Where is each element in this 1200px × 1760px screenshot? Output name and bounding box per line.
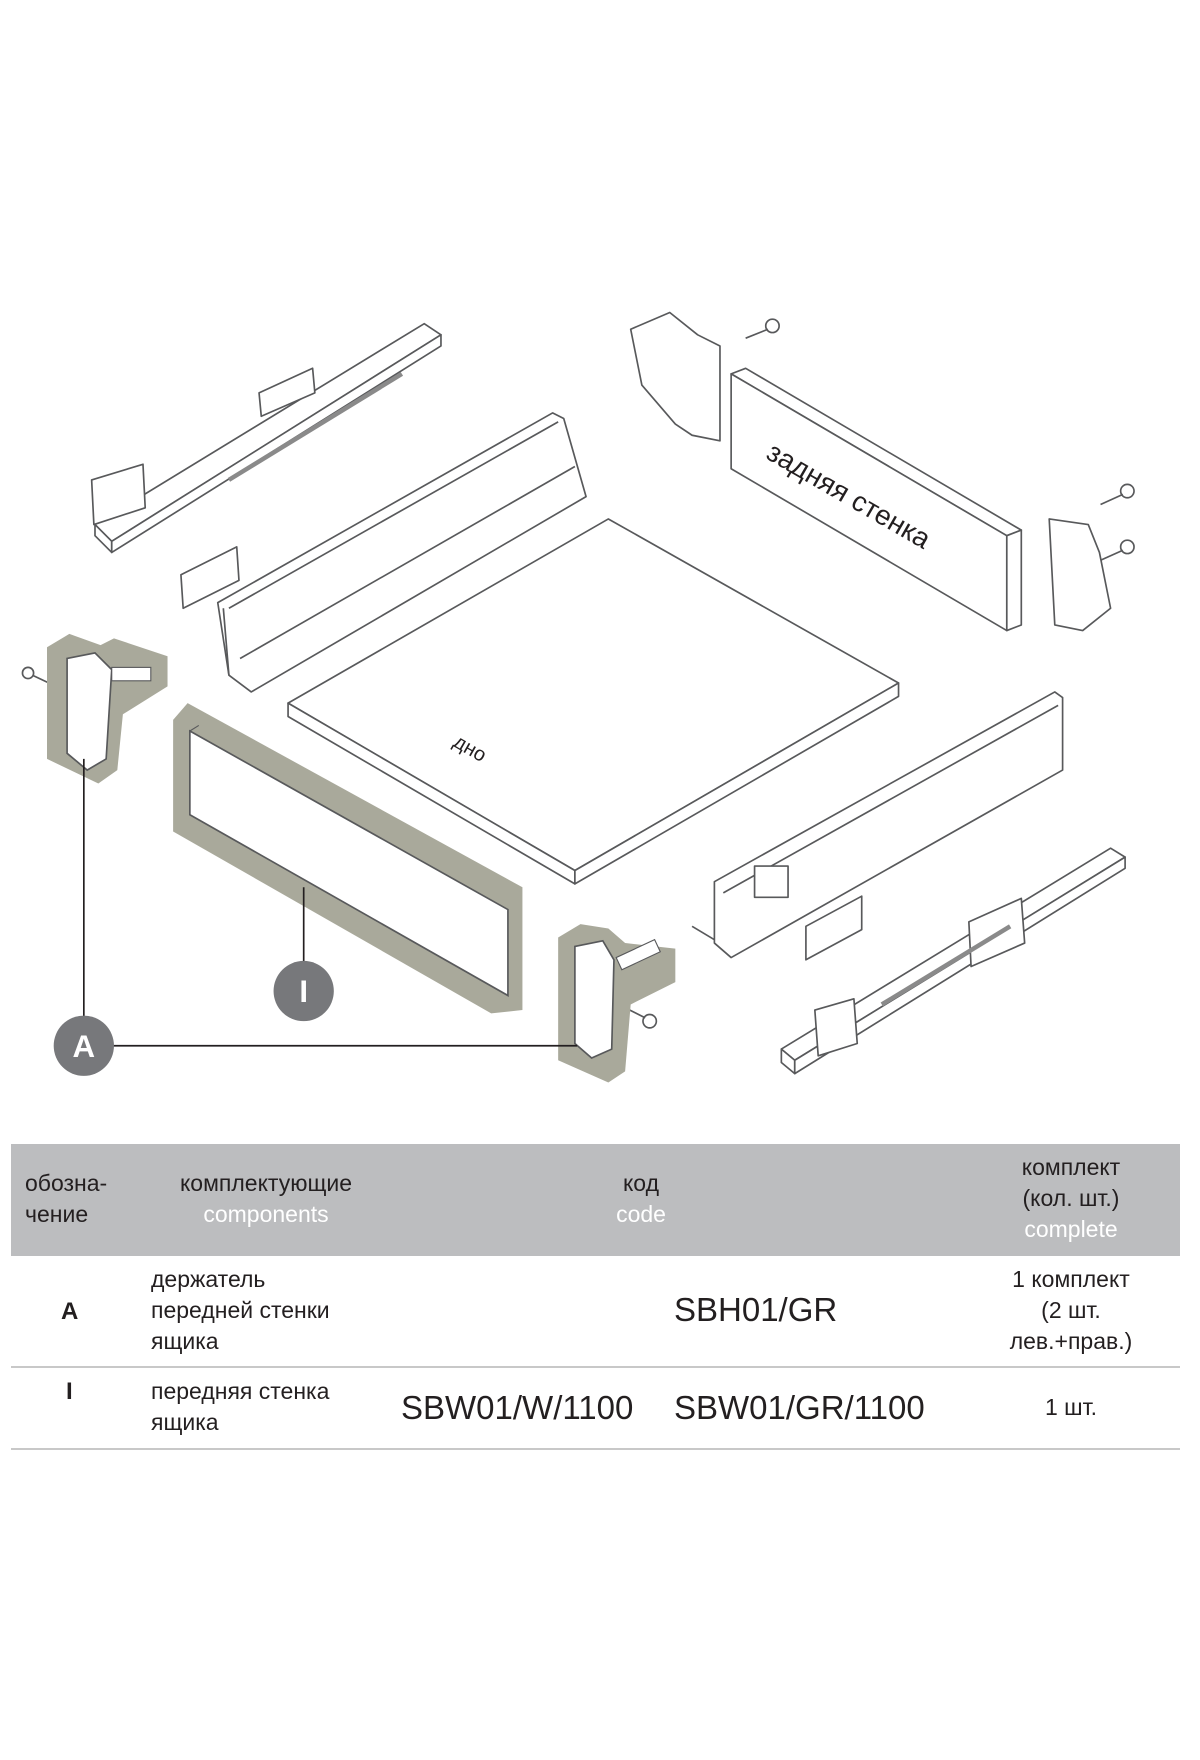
- row-mark: A: [61, 1298, 79, 1325]
- row-code-white: SBW01/W/1100: [401, 1389, 634, 1426]
- svg-text:I: I: [299, 974, 308, 1009]
- header-code: код code: [616, 1170, 666, 1227]
- drawer-bottom: [287, 518, 900, 885]
- leader-lines: [82, 758, 578, 1047]
- row-name: передняя стенка ящика: [151, 1378, 330, 1435]
- marker-a: A: [53, 1015, 114, 1076]
- left-side-profile: [216, 412, 587, 693]
- front-wall-highlight: [173, 703, 523, 1014]
- screw-icon: [1100, 539, 1135, 562]
- marker-i: I: [273, 960, 334, 1022]
- back-bracket-right: [1048, 518, 1112, 632]
- right-runner-rail: [780, 847, 1126, 1075]
- left-runner-rail: [90, 322, 442, 554]
- mounting-plate: [180, 546, 240, 610]
- row-mark: I: [66, 1378, 73, 1405]
- header-set: комплект (кол. шт.) complete: [1021, 1154, 1121, 1242]
- right-side-profile: [691, 691, 1064, 959]
- row-name: держатель передней стенки ящика: [151, 1266, 330, 1354]
- front-holder-left-highlight: [47, 633, 168, 784]
- screw-icon: [1100, 483, 1135, 506]
- label-plate: [805, 895, 863, 961]
- header-designation: обозна- чение: [25, 1170, 108, 1227]
- screw-icon: [745, 318, 780, 339]
- row-qty: 1 комплект (2 шт. лев.+прав.): [1009, 1266, 1133, 1354]
- table-row: I передняя стенка ящика SBW01/W/1100 SBW…: [11, 1368, 1180, 1450]
- front-holder-right-highlight: [558, 924, 676, 1083]
- header-components: комплектующие components: [179, 1170, 353, 1227]
- row-code-grey: SBH01/GR: [674, 1291, 838, 1328]
- row-code-grey: SBW01/GR/1100: [674, 1389, 925, 1426]
- back-wall: [730, 367, 1023, 632]
- table-header: обозна- чение комплектующие components к…: [11, 1144, 1180, 1256]
- svg-text:A: A: [73, 1029, 96, 1064]
- table-row: A держатель передней стенки ящика SBH01/…: [11, 1256, 1180, 1368]
- row-qty: 1 шт.: [1044, 1394, 1097, 1420]
- back-bracket-left: [629, 311, 721, 442]
